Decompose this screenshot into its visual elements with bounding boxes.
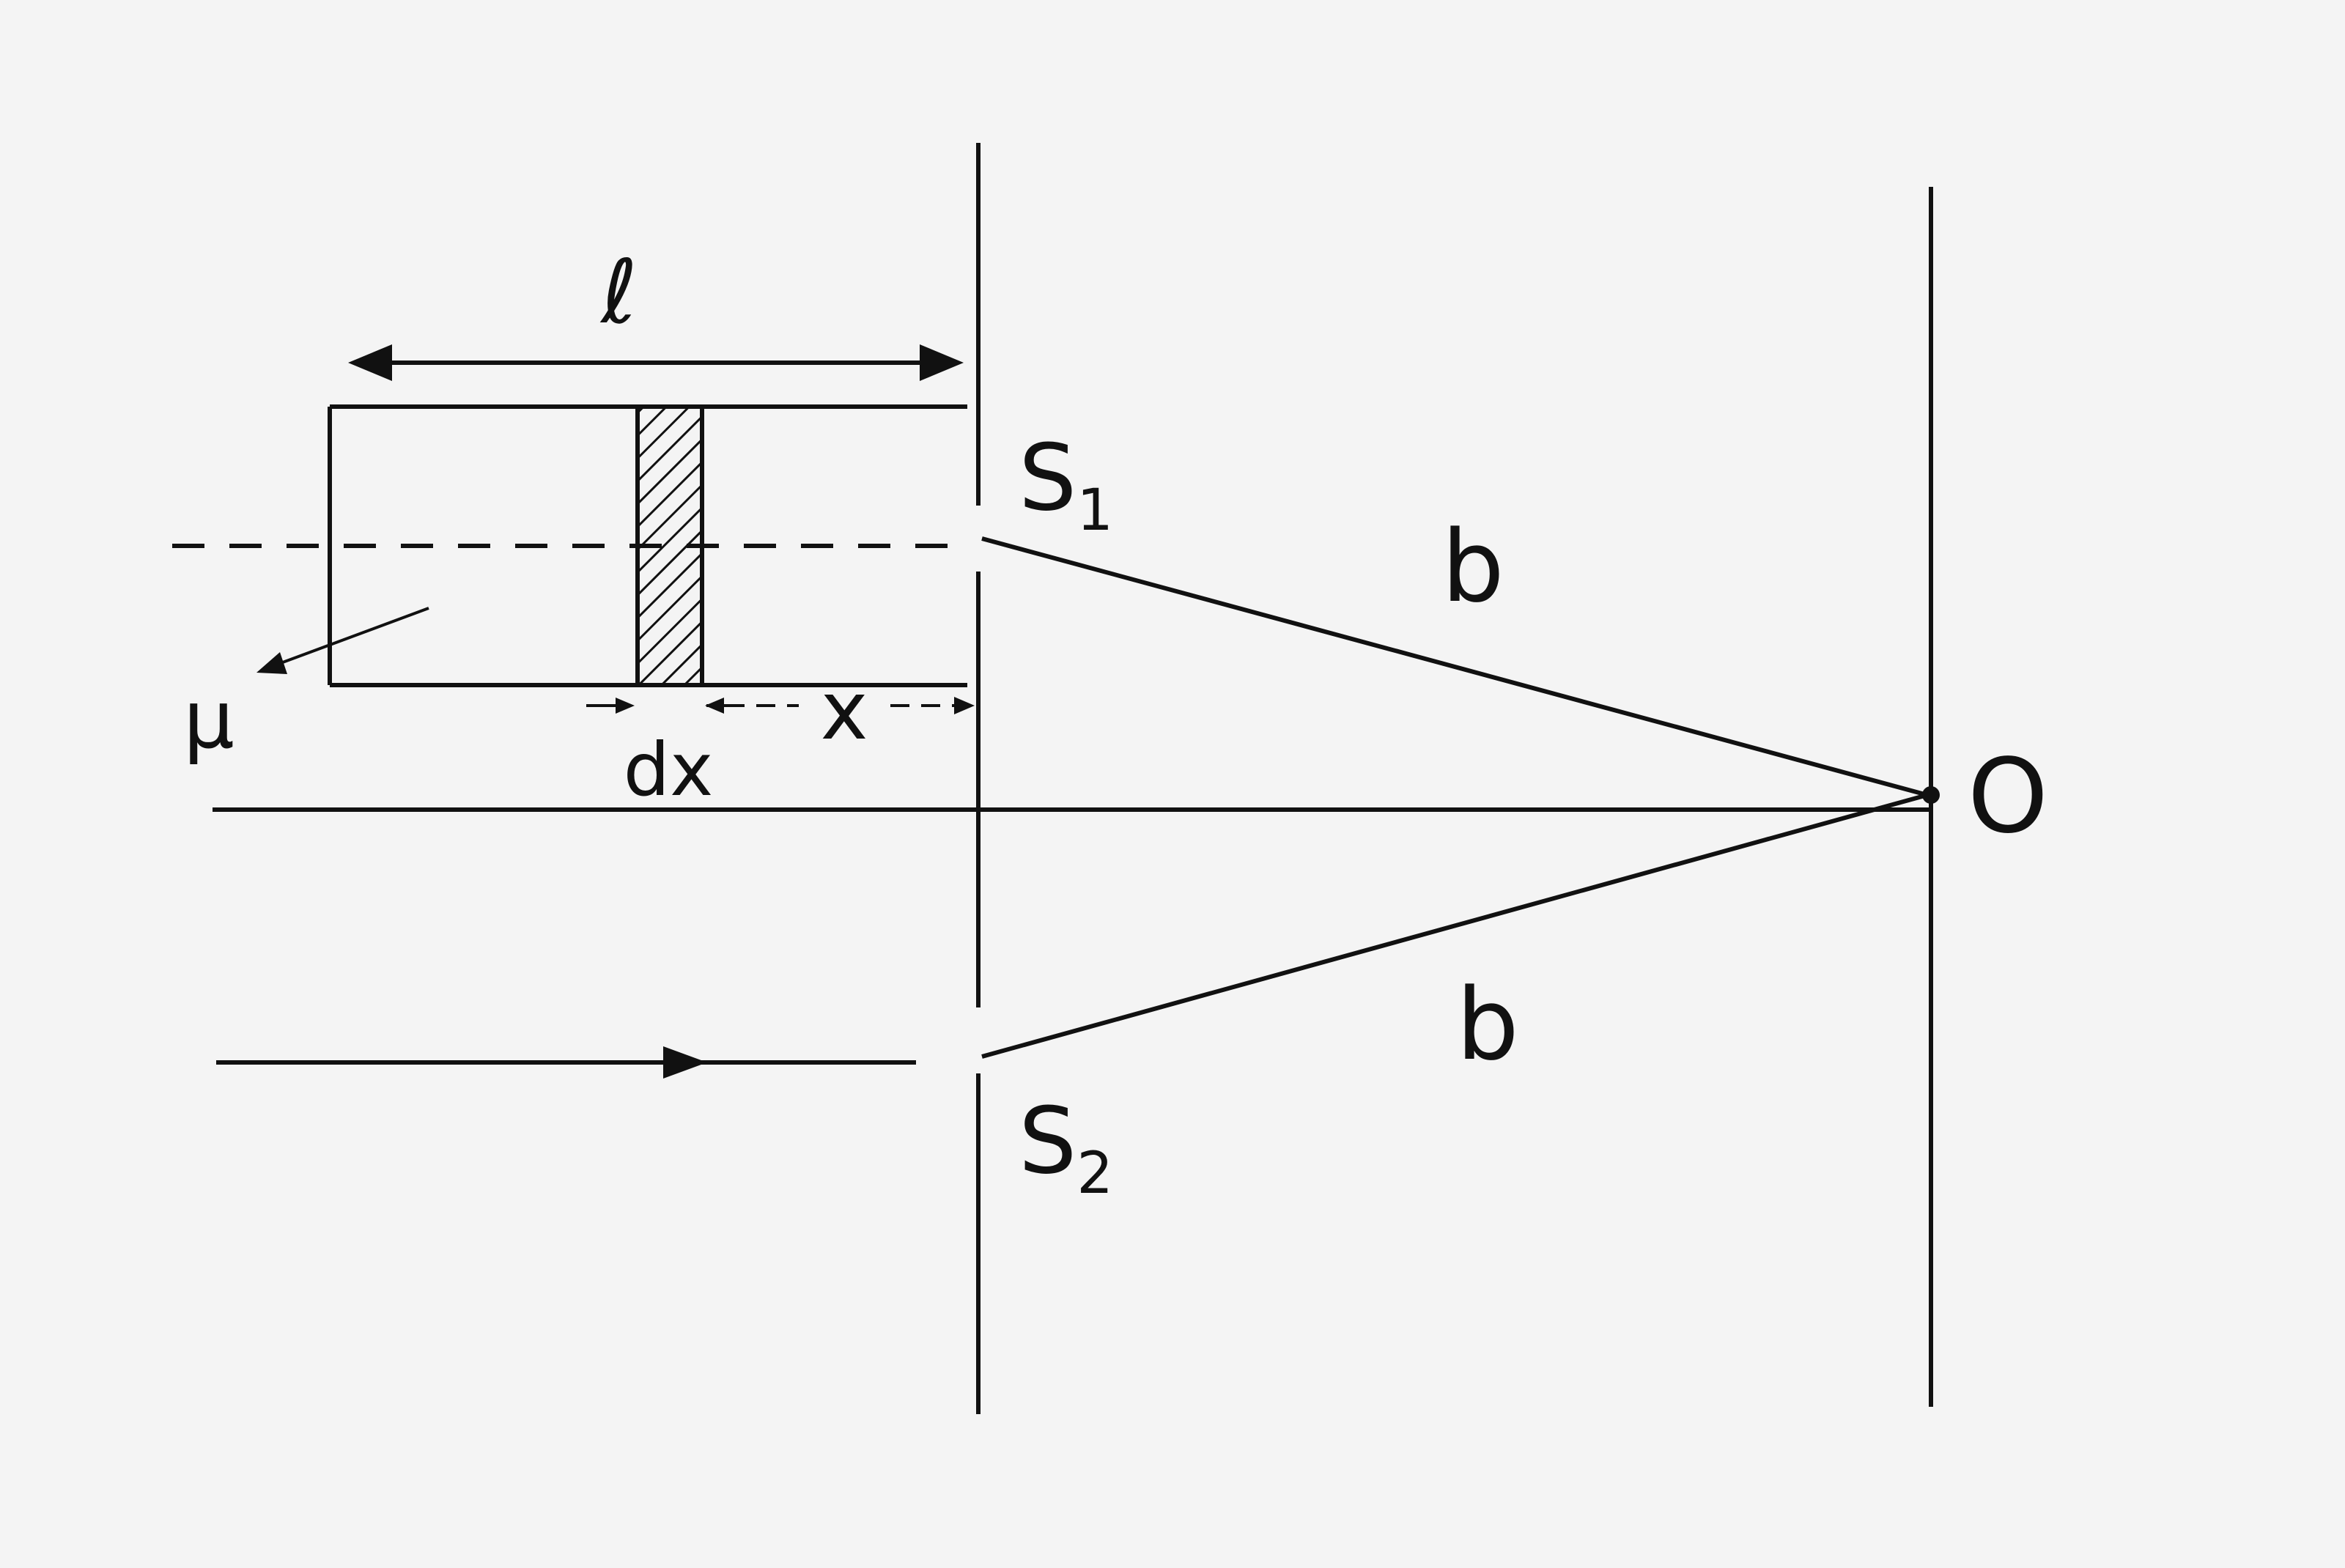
length-dimension-arrow [348,344,964,381]
dx-label: dx [624,727,714,813]
x-label: x [820,664,868,758]
point-o-dot [1922,786,1940,804]
ray-s1-to-o [981,536,1928,797]
x-dimension-arrow [725,697,975,714]
dx-dimension-arrows [586,698,740,714]
mu-label: μ [183,673,234,766]
mu-leader-arrow [256,607,429,674]
incident-ray-arrow [216,1046,916,1079]
ray-s2-to-o [981,793,1928,1059]
point-o-label: O [1968,737,2048,857]
s2-label: S2 [1019,1088,1113,1207]
length-label: ℓ [599,242,638,344]
slab [328,404,967,687]
path-b-bottom-label: b [1456,967,1519,1082]
s1-label: S1 [1019,425,1113,544]
path-b-top-label: b [1441,509,1504,624]
